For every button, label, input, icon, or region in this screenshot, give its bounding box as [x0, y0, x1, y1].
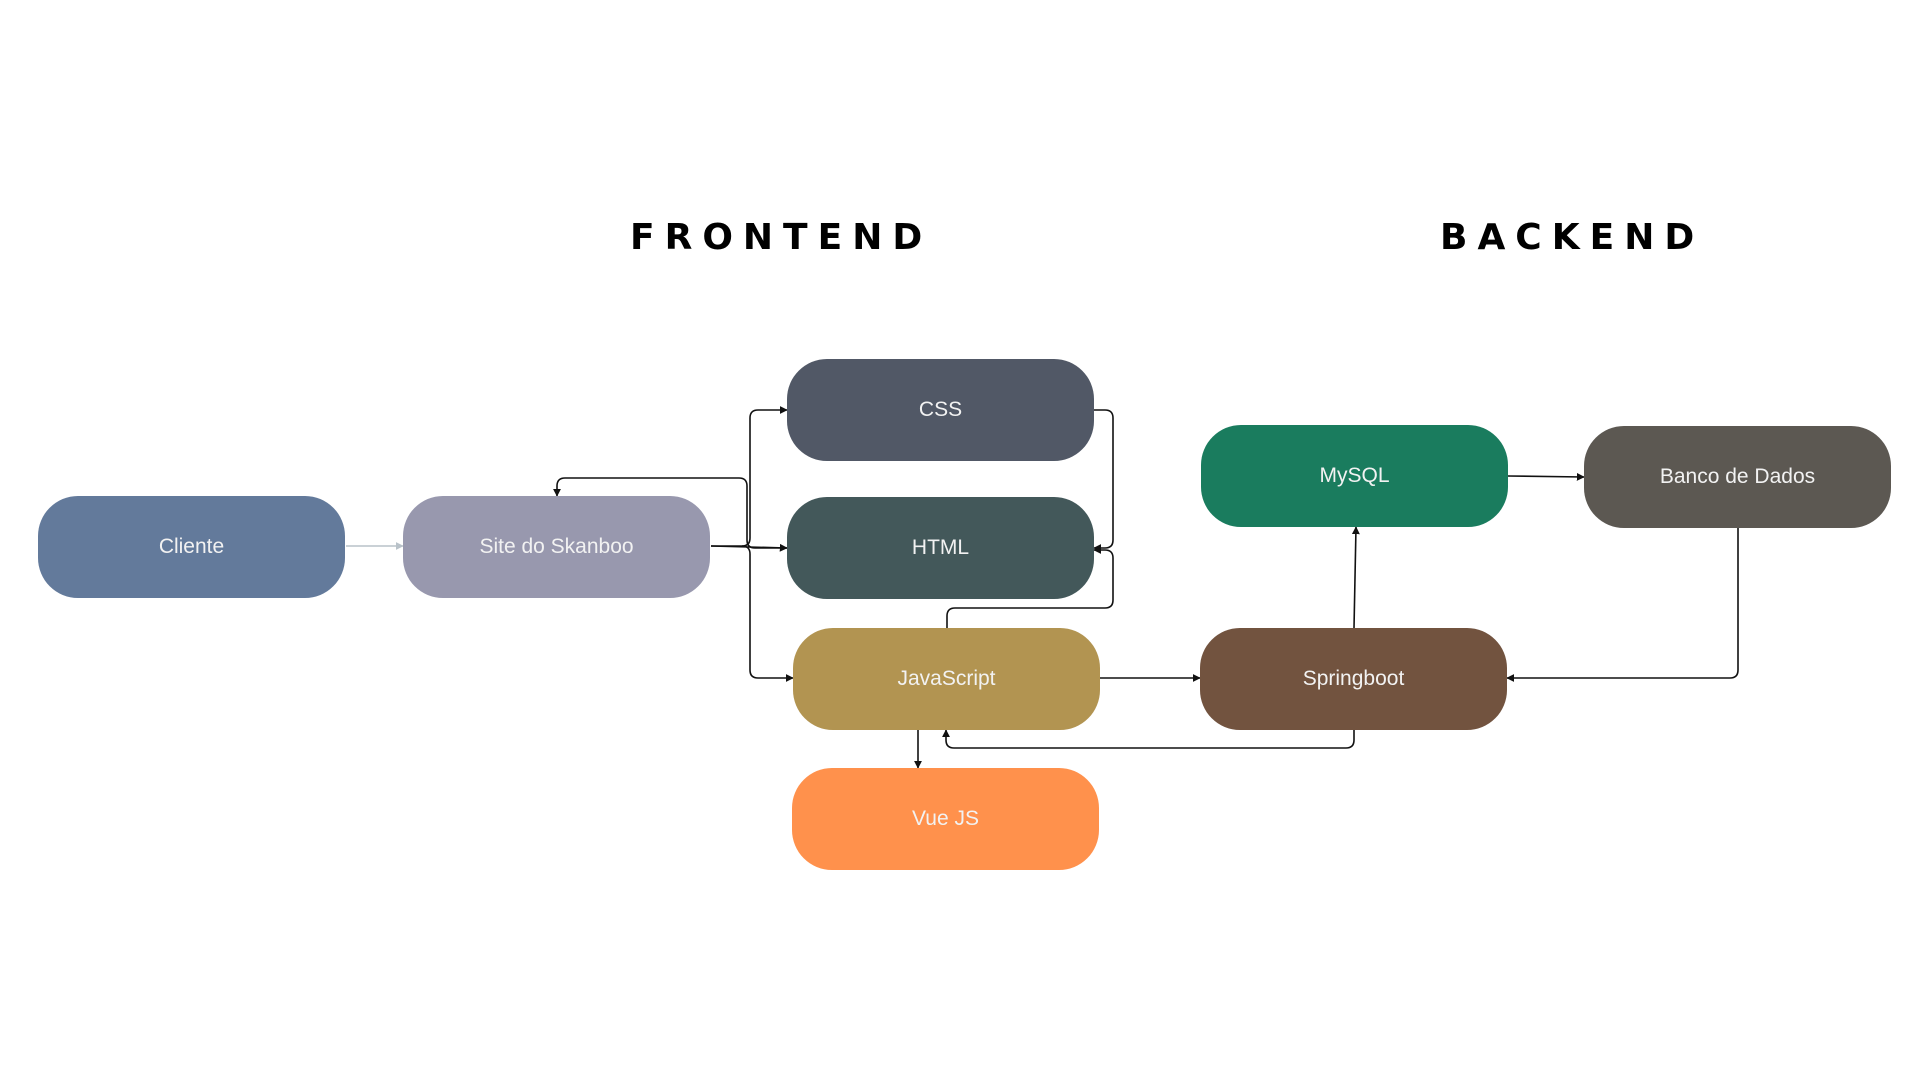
edge-site-html: [710, 543, 788, 552]
node-label: Site do Skanboo: [479, 535, 634, 558]
node-label: HTML: [911, 536, 970, 559]
edge-mysql-banco: [1507, 472, 1585, 481]
node-css: CSS: [787, 359, 1094, 461]
node-cliente: Cliente: [38, 496, 345, 598]
node-javascript: JavaScript: [793, 628, 1100, 730]
frontend-title: FRONTEND: [630, 217, 933, 258]
node-label: MySQL: [1319, 464, 1390, 487]
edge-css-html: [1093, 409, 1114, 552]
node-banco-de-dados: Banco de Dados: [1584, 426, 1891, 528]
node-vue-js: Vue JS: [792, 768, 1099, 870]
node-label: Cliente: [158, 535, 225, 558]
node-mysql: MySQL: [1201, 425, 1508, 527]
node-label: Springboot: [1302, 667, 1405, 690]
node-label: JavaScript: [897, 667, 996, 690]
edge-site-javascript: [741, 545, 794, 682]
node-label: CSS: [918, 398, 963, 421]
edge-site-css: [711, 406, 788, 547]
node-label: Vue JS: [912, 807, 979, 830]
node-label: Banco de Dados: [1659, 465, 1816, 488]
node-site-do-skanboo: Site do Skanboo: [403, 496, 710, 598]
backend-title: BACKEND: [1440, 217, 1705, 258]
edge-banco-springboot: [1506, 528, 1739, 682]
edge-springboot-javascript: [942, 729, 1355, 749]
node-html: HTML: [787, 497, 1094, 599]
edge-springboot-mysql: [1351, 526, 1360, 629]
node-springboot: Springboot: [1200, 628, 1507, 730]
